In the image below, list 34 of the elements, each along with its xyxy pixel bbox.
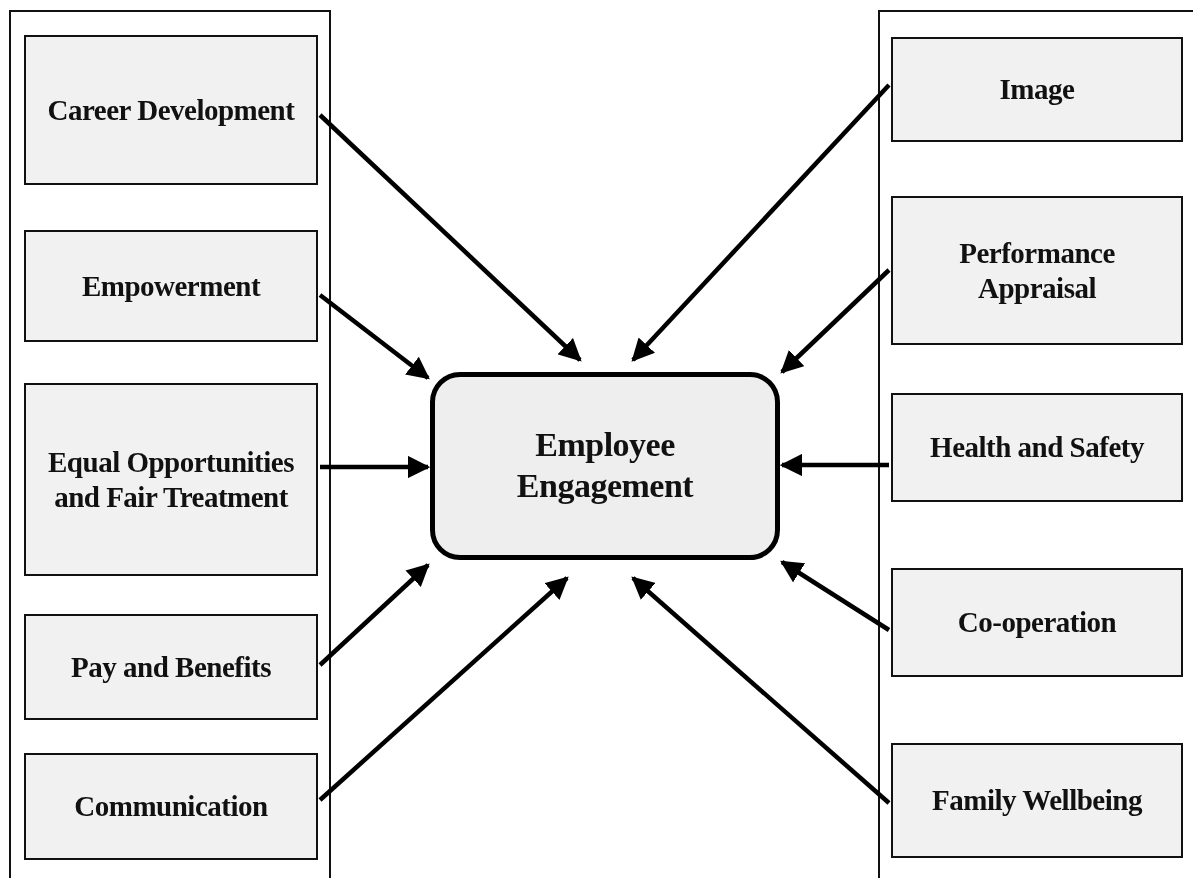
- factor-box: [891, 196, 1183, 345]
- factor-box: [24, 230, 318, 342]
- node-text: Family Wellbeing: [932, 783, 1142, 818]
- node-text: Career Development: [47, 92, 295, 128]
- arrow: [779, 453, 889, 477]
- group-panel: [878, 10, 1193, 878]
- node-text: Empowerment: [81, 268, 261, 304]
- factor-box: [24, 753, 318, 860]
- arrow: [631, 83, 891, 362]
- arrow: [318, 576, 569, 802]
- node-text: Co-operation: [957, 605, 1117, 640]
- node-text: Equal Opportunities and Fair Treatment: [47, 444, 295, 515]
- factor-box: [891, 37, 1183, 142]
- factor-box: [24, 35, 318, 185]
- node-text: Employee Engagement: [515, 425, 695, 506]
- node-text: Image: [999, 72, 1075, 107]
- node-text: Health and Safety: [930, 430, 1144, 465]
- arrow: [318, 563, 430, 667]
- factor-box: [24, 383, 318, 576]
- node-text: Performance Appraisal: [958, 235, 1116, 306]
- node-text: Communication: [74, 789, 268, 824]
- arrow: [780, 268, 891, 374]
- factor-box: [891, 568, 1183, 677]
- arrow: [780, 560, 891, 632]
- arrow: [631, 576, 891, 805]
- factor-box: [891, 743, 1183, 858]
- arrow: [318, 293, 430, 380]
- factor-box: [24, 614, 318, 720]
- arrow: [320, 455, 431, 479]
- central-rounded-box: [430, 372, 780, 560]
- group-panel: [9, 10, 331, 878]
- arrow: [318, 113, 582, 362]
- factor-box: [891, 393, 1183, 502]
- node-text: Pay and Benefits: [71, 649, 271, 685]
